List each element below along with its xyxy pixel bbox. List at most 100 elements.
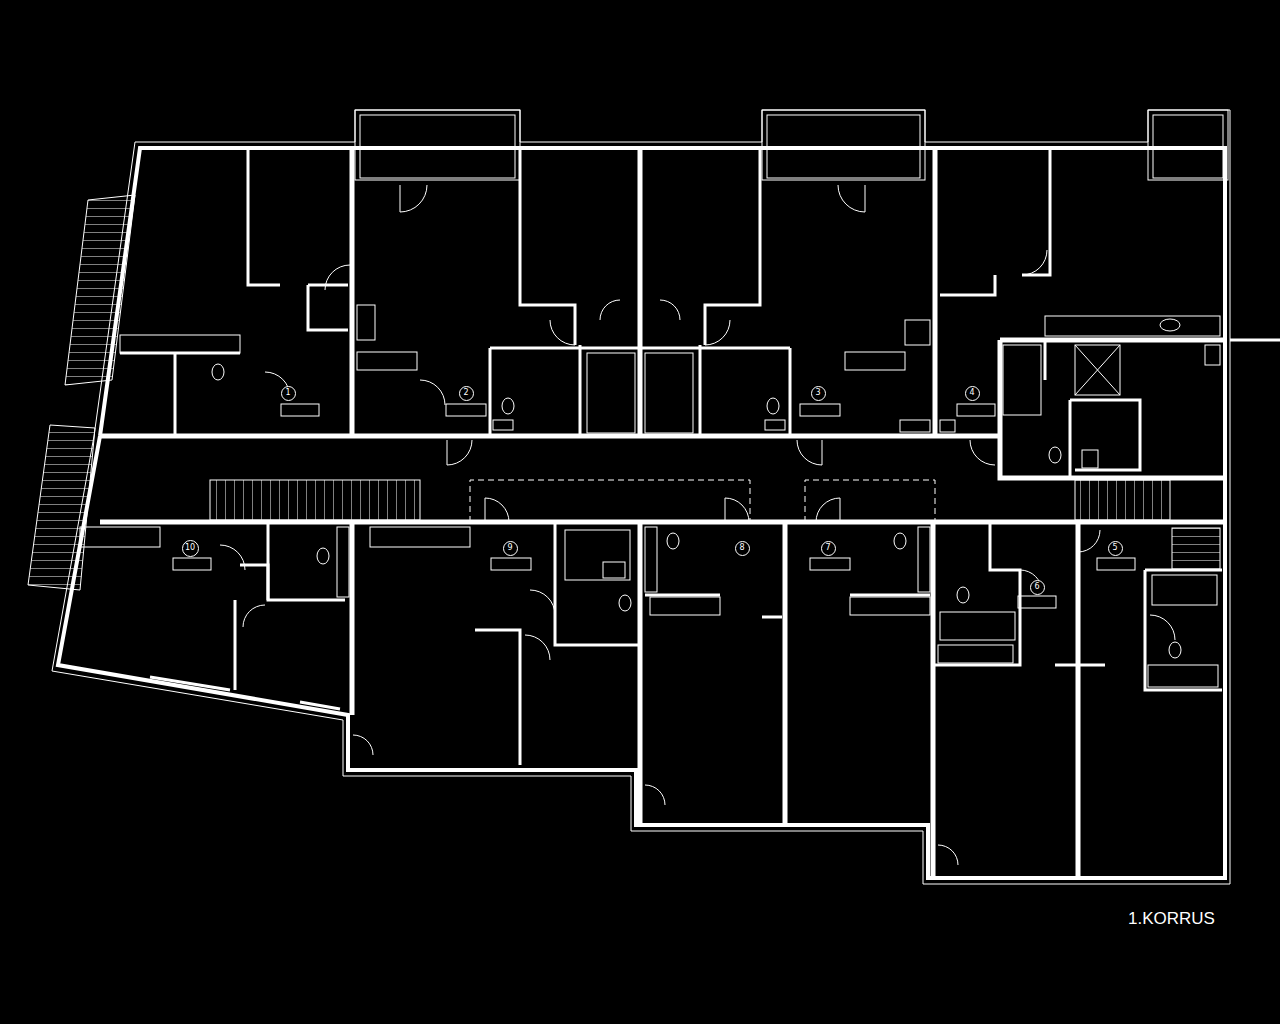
area-tag: [810, 558, 850, 570]
partition: [520, 148, 575, 345]
door-swing: [220, 545, 245, 570]
fixture: [80, 305, 1220, 687]
partition: [234, 600, 237, 690]
unit-number: 1: [281, 386, 296, 401]
fixture: [337, 527, 349, 597]
partition: [555, 522, 640, 645]
door-swing: [1150, 615, 1175, 640]
fixture: [845, 352, 905, 370]
unit-number-text: 9: [507, 544, 512, 552]
balcony: [355, 110, 1228, 180]
outer-wall: [58, 148, 1225, 878]
fixture: [645, 353, 693, 433]
door-swing: [645, 785, 665, 805]
entrance-recess: [805, 480, 935, 522]
fixture: [894, 533, 906, 549]
area-tag: [173, 404, 1135, 608]
fixture: [900, 420, 930, 432]
partition: [640, 347, 790, 350]
outer-wall: [52, 110, 1230, 884]
partition: [940, 275, 995, 295]
window: [1224, 230, 1227, 760]
door-swing: [447, 440, 472, 465]
partition: [308, 285, 348, 330]
wall: [933, 148, 938, 436]
door-swing: [485, 498, 509, 522]
fixture: [957, 587, 969, 603]
partition: [308, 284, 348, 287]
door-swing: [970, 440, 995, 465]
partition: [174, 353, 177, 436]
wall: [100, 148, 1225, 878]
fixture: [667, 533, 679, 549]
fixture: [1205, 345, 1220, 365]
fixture: [645, 527, 657, 592]
fixture: [619, 595, 631, 611]
unit-number: 5: [1108, 541, 1123, 556]
window: [1230, 339, 1280, 342]
partition: [1022, 148, 1050, 275]
balcony: [1153, 115, 1223, 178]
unit-number: 6: [1030, 580, 1045, 595]
fixture: [767, 398, 779, 414]
fixture: [317, 548, 329, 564]
balcony: [355, 110, 520, 180]
fixture: [120, 335, 240, 353]
fixture: [1003, 345, 1041, 415]
stairs: [28, 195, 1220, 590]
fixture: [650, 597, 720, 615]
partition: [645, 594, 720, 597]
door-swing: [938, 845, 958, 865]
fixture: [587, 353, 635, 433]
balcony: [1148, 110, 1228, 180]
window: [150, 677, 340, 709]
fixture: [938, 645, 1013, 663]
partition: [699, 345, 702, 436]
unit-number: 10: [182, 540, 199, 557]
door-swing: [530, 590, 555, 615]
fixture: [370, 527, 470, 547]
area-tag: [281, 404, 319, 416]
partition: [120, 148, 1222, 765]
area-tag: [446, 404, 486, 416]
outer-wall: [52, 110, 1230, 884]
fixture: [1160, 319, 1180, 331]
unit-number-text: 2: [463, 389, 468, 397]
fixture: [493, 420, 513, 430]
partition: [1055, 664, 1105, 667]
unit-number-text: 3: [815, 389, 820, 397]
window: [445, 770, 1110, 878]
door-swing: [525, 635, 550, 660]
stairs: [65, 195, 135, 385]
unit-number-text: 6: [1034, 583, 1039, 591]
window: [440, 147, 1140, 150]
window: [150, 148, 1280, 878]
partition: [1070, 400, 1140, 470]
fixture: [1169, 642, 1181, 658]
unit-number: 9: [503, 541, 518, 556]
balcony: [767, 115, 920, 178]
wall: [100, 434, 1000, 439]
area-tag: [957, 404, 995, 416]
door-swing: [420, 380, 445, 405]
unit-number-text: 4: [969, 389, 974, 397]
wall: [931, 522, 936, 878]
wall: [1076, 522, 1081, 878]
fixture: [905, 320, 930, 345]
wall: [350, 522, 355, 715]
unit-number-text: 10: [185, 544, 195, 552]
balcony: [360, 115, 515, 178]
partition: [248, 148, 280, 285]
area-tag: [800, 404, 840, 416]
area-tag: [173, 558, 211, 570]
partition: [705, 148, 760, 345]
area-tag: [1018, 596, 1056, 608]
fixture: [565, 530, 630, 580]
unit-number: 7: [821, 541, 836, 556]
area-tag: [491, 558, 531, 570]
balcony: [762, 110, 925, 180]
stairs: [210, 480, 420, 520]
wall: [350, 148, 355, 436]
